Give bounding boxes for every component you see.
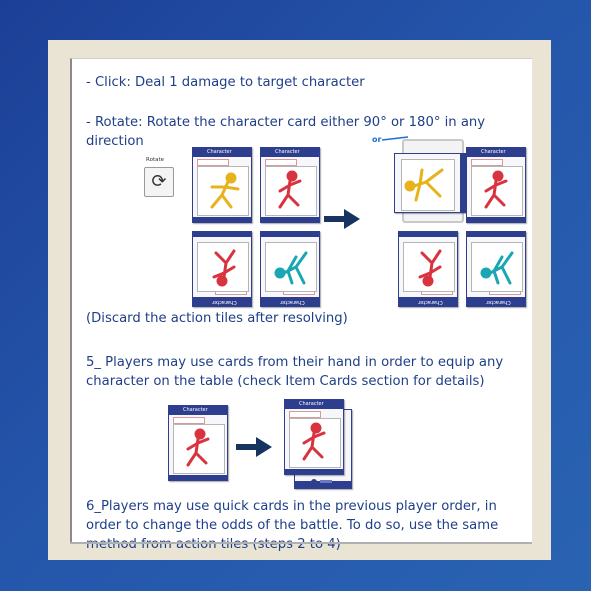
character-card-red-flipped-right: Character [398, 231, 458, 307]
equipped-character-card: Character [284, 399, 344, 475]
rules-panel: - Click: Deal 1 damage to target charact… [70, 58, 532, 552]
panel-bottom-shadow [70, 542, 532, 544]
character-card-red: Character [260, 147, 320, 223]
rotate-icon-label: Rotate [146, 157, 165, 163]
step5-text: 5_ Players may use cards from their hand… [86, 355, 504, 389]
or-label: or [372, 135, 382, 144]
character-card-red-right: Character [466, 147, 526, 223]
step6-text: 6_Players may use quick cards in the pre… [86, 499, 499, 552]
click-rule-text: - Click: Deal 1 damage to target charact… [86, 75, 365, 90]
rotate-rule-text: - Rotate: Rotate the character card eith… [86, 115, 486, 149]
character-card-yellow: Character [192, 147, 252, 223]
character-card-cyan-flipped-right: Character [466, 231, 526, 307]
item-shield-icon [311, 479, 332, 485]
page-frame: - Click: Deal 1 damage to target charact… [48, 40, 551, 560]
right-arrow-icon [324, 209, 360, 229]
right-arrow-icon [236, 437, 272, 457]
or-pointer-line [382, 136, 409, 141]
character-card-red-flipped: Character [192, 231, 252, 307]
character-card-yellow-rotated [394, 153, 470, 213]
discard-note-text: (Discard the action tiles after resolvin… [86, 311, 348, 326]
character-card-cyan-flipped: Character [260, 231, 320, 307]
equip-character-card: Character [168, 405, 228, 481]
rotate-arrows-icon: ⟳ [144, 167, 174, 197]
